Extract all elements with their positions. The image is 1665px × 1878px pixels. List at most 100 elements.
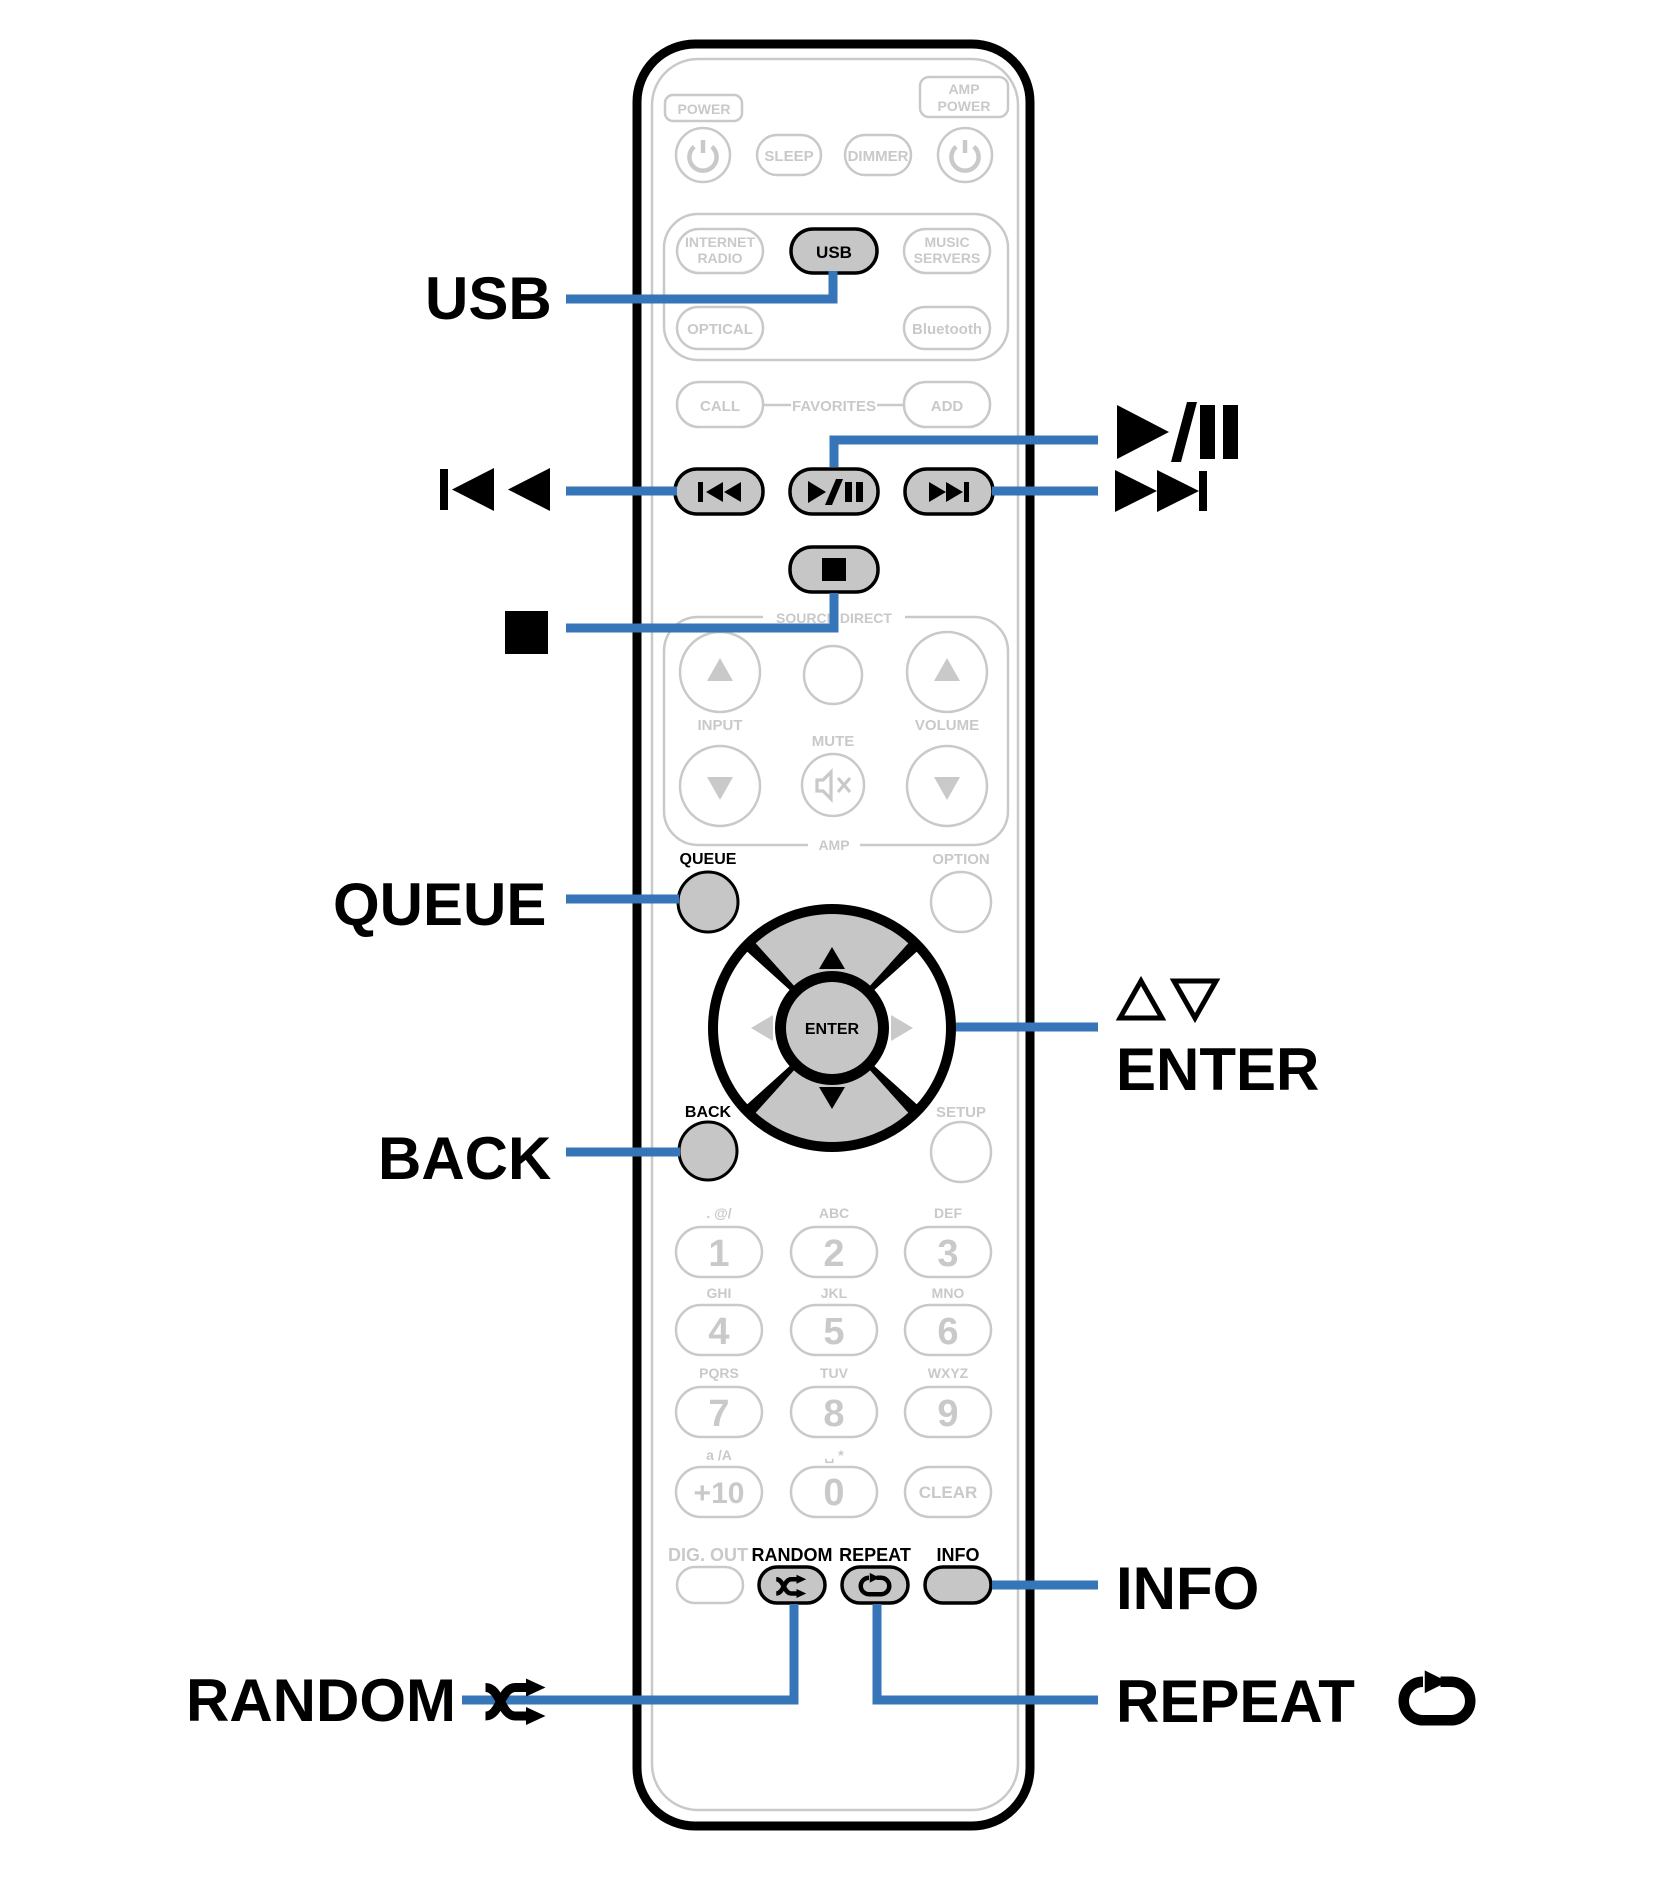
bluetooth-label: Bluetooth (912, 321, 982, 338)
dimmer-label: DIMMER (848, 148, 909, 165)
key-clear-button[interactable] (903, 1465, 993, 1519)
volume-label: VOLUME (915, 717, 979, 734)
key-1-button[interactable] (674, 1225, 764, 1279)
power-section-label: POWER (678, 101, 731, 117)
key-0-label: 0 (823, 1472, 844, 1514)
queue-button[interactable] (676, 870, 740, 934)
info-button[interactable] (923, 1565, 993, 1605)
repeat-button[interactable] (840, 1565, 910, 1605)
repeat-callout-repeat-icon (1404, 1670, 1471, 1720)
optical-label: OPTICAL (687, 321, 753, 338)
input-label: INPUT (698, 717, 743, 734)
option-label: OPTION (932, 851, 990, 868)
stop-icon (822, 558, 846, 581)
favorites-add-button[interactable] (902, 380, 992, 429)
mute-button[interactable] (800, 752, 866, 818)
music-servers-label-line2: SERVERS (914, 250, 981, 266)
enter-callout-label: ENTER (1116, 1036, 1319, 1103)
amp-label: AMP (818, 837, 849, 853)
key-5-letters: JKL (821, 1285, 848, 1301)
key-plus10-letters: a /A (706, 1447, 732, 1463)
key-plus10-button[interactable] (674, 1465, 764, 1519)
key-9-label: 9 (937, 1393, 958, 1435)
amp-power-label-line1: AMP (948, 81, 979, 97)
queue-button-label: QUEUE (680, 851, 737, 868)
usb-callout-label: USB (425, 265, 552, 332)
volume-up-icon (934, 658, 960, 681)
remote-body-inner-line (650, 57, 1020, 1812)
info-callout-label: INFO (1116, 1555, 1259, 1622)
power-button[interactable] (674, 126, 732, 184)
key-3-button[interactable] (903, 1225, 993, 1279)
key-2-button[interactable] (789, 1225, 879, 1279)
random-callout-label: RANDOM (186, 1667, 456, 1734)
key-plus10-label: +10 (694, 1477, 745, 1510)
enter-button[interactable] (786, 982, 878, 1074)
key-4-button[interactable] (674, 1303, 764, 1357)
queue-callout-label: QUEUE (333, 871, 546, 938)
key-6-letters: MNO (932, 1285, 965, 1301)
skip-back-icon (698, 482, 741, 502)
amp-label-bg (808, 835, 860, 855)
mute-label: MUTE (812, 733, 855, 750)
option-button[interactable] (929, 870, 993, 934)
back-button-label: BACK (685, 1104, 732, 1121)
amp-power-box (918, 75, 1010, 119)
random-callout-line (462, 1604, 799, 1705)
key-8-button[interactable] (789, 1385, 879, 1439)
key-2-letters: ABC (819, 1205, 849, 1221)
sleep-label: SLEEP (764, 148, 813, 165)
key-8-label: 8 (823, 1393, 844, 1435)
back-button[interactable] (677, 1120, 739, 1182)
favorites-add-label: ADD (931, 398, 964, 415)
key-7-label: 7 (708, 1393, 729, 1435)
skip-forward-icon (929, 482, 969, 502)
play-pause-callout-icon (1117, 402, 1238, 462)
key-4-label: 4 (708, 1311, 729, 1353)
favorites-call-label: CALL (700, 398, 740, 415)
setup-button[interactable] (929, 1120, 993, 1184)
music-servers-button[interactable] (902, 227, 992, 275)
enter-button-label: ENTER (805, 1021, 860, 1038)
sleep-button[interactable] (755, 133, 823, 177)
back-callout-label: BACK (378, 1125, 551, 1192)
optical-button[interactable] (675, 305, 765, 351)
dimmer-button[interactable] (843, 133, 913, 177)
up-down-triangles-icon (1115, 975, 1221, 1024)
cursor-left-icon (751, 1015, 773, 1041)
input-down-icon (707, 777, 733, 800)
key-9-button[interactable] (903, 1385, 993, 1439)
internet-radio-button[interactable] (675, 227, 765, 275)
skip-back-callout-icon (440, 468, 550, 511)
key-9-letters: WXYZ (928, 1365, 969, 1381)
key-1-letters: . @/ (706, 1205, 731, 1221)
dig-out-label: DIG. OUT (668, 1545, 748, 1565)
repeat-callout-line (872, 1604, 1098, 1705)
cursor-down-icon (819, 1087, 845, 1109)
amp-power-button[interactable] (936, 126, 994, 184)
favorites-label: FAVORITES (792, 398, 876, 415)
bluetooth-button[interactable] (902, 305, 992, 351)
volume-down-icon (934, 777, 960, 800)
key-0-button[interactable] (789, 1465, 879, 1519)
usb-button-label: USB (816, 243, 852, 262)
key-5-button[interactable] (789, 1303, 879, 1357)
power-section-box (663, 93, 744, 123)
random-button[interactable] (757, 1565, 827, 1605)
repeat-callout-label: REPEAT (1116, 1668, 1355, 1735)
key-6-button[interactable] (903, 1303, 993, 1357)
source-direct-button[interactable] (802, 644, 864, 706)
stop-callout-line (566, 593, 839, 633)
key-3-label: 3 (937, 1233, 958, 1275)
key-1-label: 1 (708, 1233, 729, 1275)
dig-out-button[interactable] (675, 1565, 745, 1605)
key-6-label: 6 (937, 1311, 958, 1353)
usb-callout-line (566, 271, 838, 304)
key-7-button[interactable] (674, 1385, 764, 1439)
key-4-letters: GHI (707, 1285, 732, 1301)
key-clear-label: CLEAR (919, 1483, 978, 1502)
amp-power-label-line2: POWER (938, 98, 991, 114)
mute-icon (815, 768, 852, 803)
key-5-label: 5 (823, 1311, 844, 1353)
